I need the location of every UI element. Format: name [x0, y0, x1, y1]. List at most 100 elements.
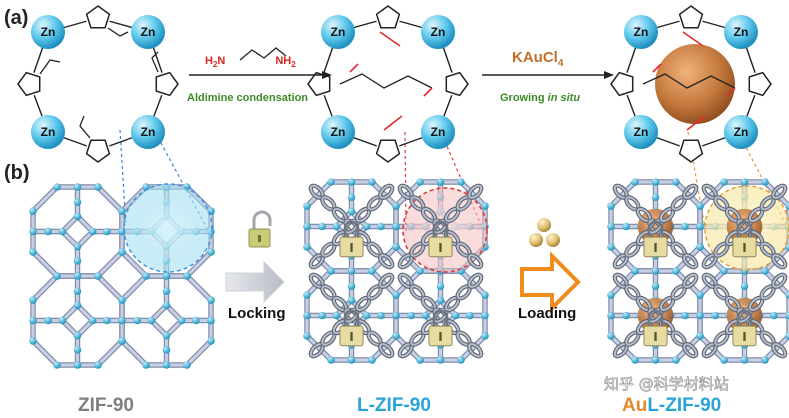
highlight-pore	[123, 183, 213, 273]
zn-node	[720, 267, 728, 275]
zn-node	[416, 267, 424, 275]
au-nanoparticle	[637, 208, 674, 245]
chain-lock	[308, 272, 395, 359]
zn-node	[53, 361, 61, 369]
aldimine-arrow	[189, 71, 332, 79]
zn-node	[436, 296, 445, 305]
zn-node	[416, 178, 424, 186]
zn-node	[651, 178, 660, 186]
zn-node	[58, 316, 67, 325]
zn-node	[44, 316, 52, 325]
zn-node	[162, 272, 171, 280]
zn-node	[347, 207, 356, 216]
growing-arrow	[482, 71, 614, 79]
imidazolate-ring	[85, 139, 111, 163]
chain-lock	[701, 272, 788, 359]
imidazolate-ring	[375, 139, 401, 163]
l-zif-90-label: L-ZIF-90	[357, 395, 431, 416]
chain-lock	[308, 183, 395, 270]
zn-node	[183, 272, 191, 280]
zn-node	[651, 282, 660, 290]
imine-bond	[349, 63, 433, 97]
zn-node	[29, 296, 37, 304]
watermark: 知乎 @科学材料站	[604, 375, 729, 393]
zn-node	[142, 272, 150, 280]
chain-lock	[397, 272, 484, 359]
aldimine-label: Aldimine condensation	[187, 92, 308, 104]
zn-node	[73, 272, 82, 280]
zn-node	[58, 227, 67, 236]
zn-node	[457, 356, 465, 364]
zn-node	[362, 222, 371, 231]
zn-node	[133, 316, 141, 325]
zn-node	[29, 316, 37, 325]
zn-node	[696, 202, 704, 210]
chain-lock	[397, 183, 484, 270]
zn-node	[94, 361, 102, 369]
zn-node	[481, 311, 489, 320]
zn-node	[118, 316, 126, 325]
chain-lock	[701, 183, 788, 270]
zn-node	[770, 311, 778, 320]
zn-node	[142, 361, 150, 369]
zn-node	[607, 202, 615, 210]
zn-node	[607, 222, 615, 231]
au-seed-particle	[546, 233, 560, 247]
zn-ion	[724, 115, 758, 149]
zn-node	[103, 227, 111, 236]
zn-node	[481, 291, 489, 299]
zn-node	[761, 356, 769, 364]
imine-bond	[652, 63, 736, 97]
zn-ion	[421, 15, 455, 49]
zn-node	[481, 202, 489, 210]
zn-label: Zn	[431, 25, 446, 39]
zn-node	[94, 272, 102, 280]
zn-label: Zn	[141, 125, 156, 139]
zn-node	[192, 316, 200, 325]
aldehyde-group	[107, 27, 129, 37]
zn-node	[347, 178, 356, 186]
zn-ion	[31, 115, 65, 149]
aldehyde-group	[151, 51, 159, 73]
zn-ion	[724, 15, 758, 49]
zn-node	[207, 296, 215, 304]
zn-node	[347, 282, 356, 290]
kaucl4-reagent: KAuCl4	[512, 49, 564, 69]
zn-node	[740, 178, 749, 186]
zn-node	[118, 296, 126, 304]
zn-node	[607, 291, 615, 299]
zif-90-label: ZIF-90	[78, 395, 134, 416]
zn-label: Zn	[331, 25, 346, 39]
zn-node	[421, 311, 430, 320]
zn-node	[607, 332, 615, 340]
zn-label: Zn	[41, 125, 56, 139]
zn-label: Zn	[734, 125, 749, 139]
zn-node	[327, 267, 335, 275]
zn-node	[761, 178, 769, 186]
diamine-link	[642, 73, 736, 89]
imidazolate-ring	[678, 5, 704, 29]
zn-node	[73, 287, 82, 295]
zn-node	[207, 337, 215, 345]
panel-label-a: (a)	[4, 7, 28, 29]
zn-node	[303, 291, 311, 299]
zn-node	[696, 291, 704, 299]
zn-node	[73, 346, 82, 354]
zn-node	[377, 222, 385, 231]
zn-node	[672, 178, 680, 186]
zn-ion	[421, 115, 455, 149]
zn-node	[73, 331, 82, 340]
zn-node	[631, 267, 639, 275]
chain-lock	[612, 272, 699, 359]
au-seed-particle	[537, 218, 551, 232]
locking-arrow	[225, 260, 285, 304]
zn-node	[29, 207, 37, 215]
imidazolate-ring	[748, 71, 772, 97]
zn-node	[696, 222, 704, 231]
zn-node	[651, 267, 660, 275]
zn-node	[183, 361, 191, 369]
loading-label: Loading	[518, 305, 576, 322]
